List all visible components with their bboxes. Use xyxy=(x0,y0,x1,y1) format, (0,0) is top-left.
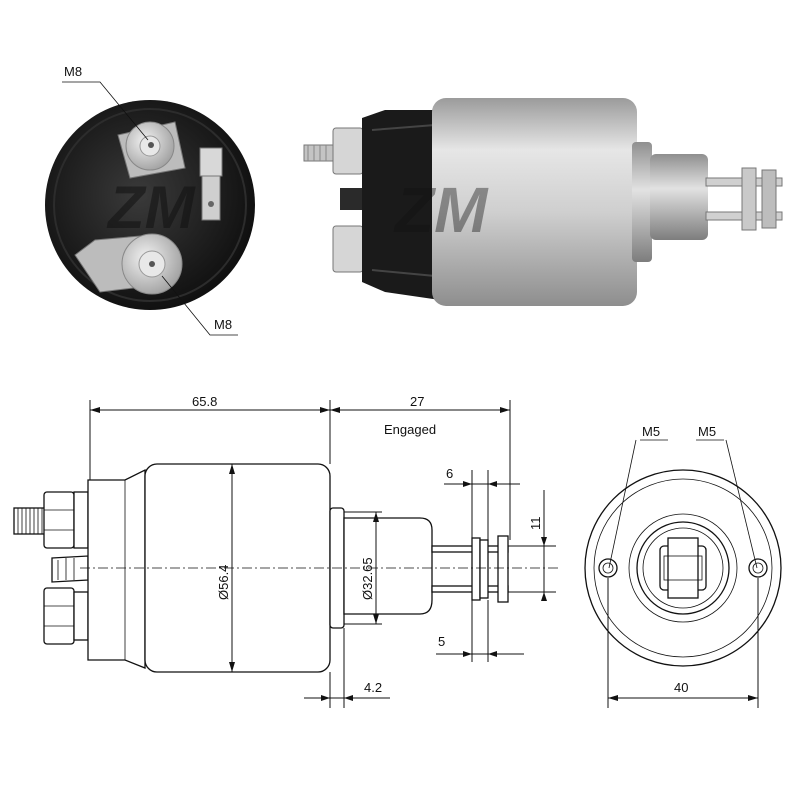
photo-small-terminal xyxy=(340,188,362,210)
photo-top-nut xyxy=(332,127,364,175)
drawing-bottom-nut xyxy=(43,587,75,645)
left-m5-leader xyxy=(608,439,637,569)
photo-flange xyxy=(632,142,652,262)
end-flange-circle xyxy=(628,513,738,623)
svg-text:6: 6 xyxy=(446,466,453,481)
right-m5-label: M5 xyxy=(698,424,716,439)
drawing-side-view: 65.8 27 Engaged Ø56.4 Ø32.65 xyxy=(13,394,560,708)
dim-flange-offset: 4.2 xyxy=(304,628,390,708)
dim-hole-spacing: 40 xyxy=(607,578,759,708)
dim-fork-width: 6 xyxy=(444,466,520,540)
photo-side-view: ZM xyxy=(303,98,783,306)
right-m5-leader xyxy=(725,439,758,569)
svg-text:5: 5 xyxy=(438,634,445,649)
dim-fork-height: 11 xyxy=(508,490,556,601)
photo-fork xyxy=(705,167,783,231)
drawing-cap xyxy=(87,468,146,669)
drawing-top-nut xyxy=(43,491,75,549)
svg-text:27: 27 xyxy=(410,394,424,409)
bottom-m8-leader xyxy=(161,275,238,336)
dim-engaged-length: 27 Engaged xyxy=(330,394,511,540)
drawing-small-terminal xyxy=(51,555,89,583)
end-cap-rim xyxy=(53,108,247,302)
end-view-watermark: ZM xyxy=(106,174,197,241)
right-m5-hole xyxy=(748,558,768,578)
top-m8-leader xyxy=(62,81,149,141)
svg-text:Ø56.4: Ø56.4 xyxy=(216,565,231,600)
svg-text:4.2: 4.2 xyxy=(364,680,382,695)
small-terminal-tab xyxy=(199,147,223,221)
end-fork xyxy=(659,537,707,599)
svg-text:11: 11 xyxy=(528,517,543,531)
side-view-watermark: ZM xyxy=(393,174,489,246)
bottom-m8-label: M8 xyxy=(214,317,232,332)
svg-text:40: 40 xyxy=(674,680,688,695)
drawing-end-view: M5 M5 40 xyxy=(584,424,782,708)
dim-body-length: 65.8 xyxy=(89,394,331,480)
dim-plunger-diameter: Ø32.65 xyxy=(344,511,382,625)
photo-silver-body xyxy=(432,98,637,306)
end-inner-rim xyxy=(593,478,773,658)
dim-pin-width: 5 xyxy=(436,600,524,662)
bottom-m8-terminal xyxy=(74,233,183,295)
drawing-fork xyxy=(431,535,509,603)
photo-end-view: ZM M8 M8 xyxy=(45,64,255,336)
dim-body-diameter: Ø56.4 xyxy=(216,464,235,672)
drawing-plunger xyxy=(343,517,433,615)
end-plunger-inner xyxy=(642,527,724,609)
top-m8-terminal xyxy=(117,121,186,179)
left-m5-label: M5 xyxy=(642,424,660,439)
photo-bottom-nut xyxy=(332,225,364,273)
svg-text:Engaged: Engaged xyxy=(384,422,436,437)
svg-text:65.8: 65.8 xyxy=(192,394,217,409)
svg-text:Ø32.65: Ø32.65 xyxy=(360,557,375,600)
photo-black-cap xyxy=(362,110,440,300)
photo-plunger xyxy=(650,154,708,240)
top-m8-label: M8 xyxy=(64,64,82,79)
left-m5-hole xyxy=(598,558,618,578)
